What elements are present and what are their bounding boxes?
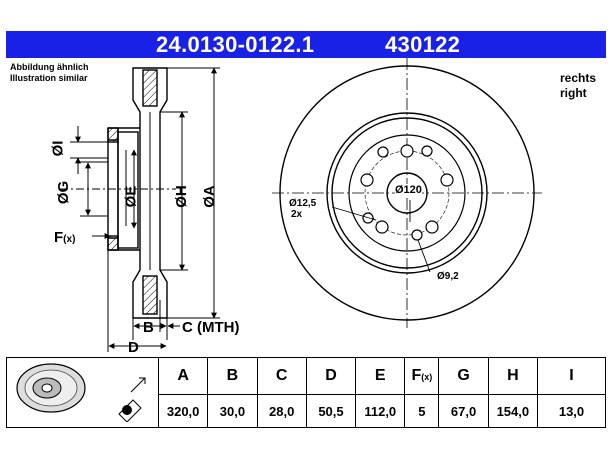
bolt-holes <box>360 144 454 241</box>
section-dimension-lines <box>60 67 220 352</box>
part-number: 24.0130-0122.1 <box>156 32 315 57</box>
note-english: Illustration similar <box>10 73 88 83</box>
label-hole-diameter: Ø12,5 <box>289 198 317 209</box>
label-diameter-h: ØH <box>172 185 190 208</box>
header-d: D <box>305 357 357 395</box>
label-d: D <box>128 339 139 356</box>
label-f: F(x) <box>54 229 75 246</box>
label-f-letter: F <box>54 229 64 246</box>
value-h: 154,0 <box>487 394 539 428</box>
header-h: H <box>487 357 539 395</box>
side-label-english: right <box>560 86 587 100</box>
label-diameter-e: ØE <box>122 185 140 208</box>
label-b: B <box>143 319 154 336</box>
header-f-sub: (x) <box>421 372 433 382</box>
header-c: C <box>256 357 307 395</box>
header-bar: 24.0130-0122.1 430122 <box>6 31 606 58</box>
label-pcd: Ø120 <box>395 184 422 196</box>
header-g: G <box>438 357 489 395</box>
label-small-hole: Ø9,2 <box>437 271 459 282</box>
value-b: 30,0 <box>207 394 258 428</box>
label-diameter-a: ØA <box>200 185 218 208</box>
label-diameter-i: ØI <box>49 140 67 157</box>
header-i: I <box>537 357 606 395</box>
disc-thumbnail-icon <box>15 363 145 423</box>
label-c-mth: C (MTH) <box>182 319 240 336</box>
value-a: 320,0 <box>157 394 209 428</box>
label-f-sub: (x) <box>63 234 76 245</box>
label-diameter-g: ØG <box>55 180 73 205</box>
value-g: 67,0 <box>438 394 489 428</box>
header-f: F(x) <box>404 357 440 395</box>
dimension-table: A B C D E F(x) G H I 320,0 30,0 28,0 50,… <box>6 357 606 428</box>
hole-leader <box>331 206 377 221</box>
header-f-letter: F <box>411 367 422 384</box>
value-i: 13,0 <box>537 394 606 428</box>
value-c: 28,0 <box>256 394 307 428</box>
value-e: 112,0 <box>355 394 406 428</box>
product-image-cell <box>6 357 159 428</box>
value-d: 50,5 <box>305 394 357 428</box>
side-label-german: rechts <box>560 71 597 85</box>
header-b: B <box>207 357 258 395</box>
header-a: A <box>157 357 209 395</box>
reference-number: 430122 <box>385 32 461 57</box>
note-german: Abbildung ähnlich <box>10 62 89 72</box>
value-f: 5 <box>404 394 440 428</box>
label-hole-count: 2x <box>291 209 303 220</box>
small-hole-leader <box>417 239 431 273</box>
header-e: E <box>355 357 406 395</box>
